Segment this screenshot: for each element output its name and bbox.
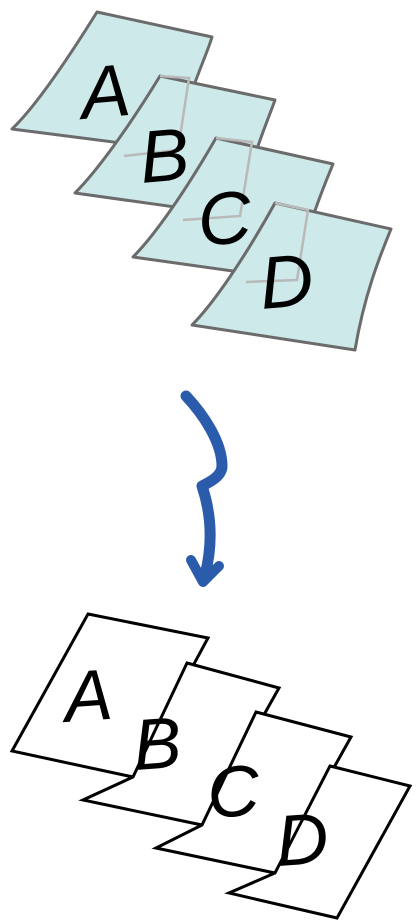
flat-sheet-d-shape bbox=[224, 764, 413, 920]
arrow-shaft bbox=[180, 390, 228, 581]
curled-sheet-d-overlap bbox=[245, 201, 310, 284]
curled-originals-stack: A B C D bbox=[10, 10, 393, 352]
flat-sheet-c-shape bbox=[151, 710, 354, 875]
arrow-head bbox=[186, 555, 224, 587]
flat-sheet-a-letter: A bbox=[58, 655, 115, 738]
curled-sheet-b-letter: B bbox=[136, 112, 192, 199]
flat-sheet-d-letter: D bbox=[274, 799, 331, 882]
flat-sheet-d: D bbox=[224, 764, 413, 920]
curved-down-arrow-icon bbox=[180, 390, 228, 587]
flat-sheet-b: B bbox=[78, 661, 282, 827]
flat-sheet-a: A bbox=[9, 612, 211, 779]
flat-sheets-stack: A B C D bbox=[9, 612, 413, 920]
flat-sheet-b-shape bbox=[78, 661, 282, 827]
curled-sheet-d: D bbox=[190, 201, 393, 352]
flat-sheet-b-letter: B bbox=[131, 703, 184, 786]
curled-sheet-c-letter: C bbox=[194, 175, 255, 262]
curled-sheet-d-letter: D bbox=[256, 238, 316, 325]
flat-sheet-c-letter: C bbox=[205, 750, 263, 834]
curled-sheet-a-letter: A bbox=[73, 48, 133, 135]
flat-sheet-c: C bbox=[151, 710, 354, 875]
curled-sheet-b-overlap bbox=[123, 74, 191, 158]
curled-sheet-c-overlap bbox=[182, 136, 254, 222]
curled-sheet-d-shape bbox=[190, 201, 393, 352]
